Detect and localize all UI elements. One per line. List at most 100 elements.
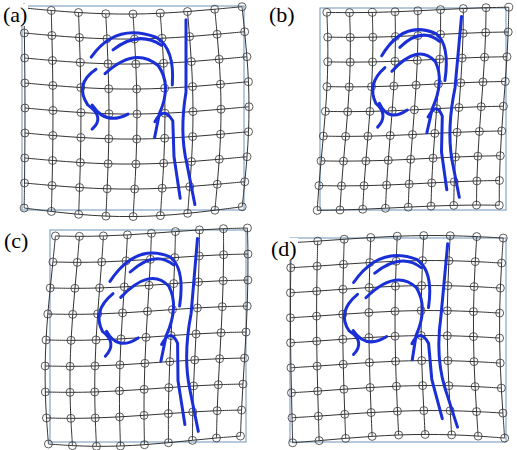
grid-line [48,436,240,446]
control-point [142,333,150,341]
control-point [448,431,456,439]
control-point [505,3,513,11]
control-point [443,332,451,340]
vocal-tract-contour [450,17,462,198]
control-point [105,135,113,143]
control-point [495,201,503,209]
control-point [158,184,166,192]
vocal-tract-contour [105,57,166,137]
control-point [418,357,426,365]
control-point [418,282,426,290]
control-point [241,354,249,362]
control-point [409,131,417,139]
control-point [187,58,195,66]
control-point [496,152,504,160]
control-point [287,389,295,397]
control-point [48,56,56,64]
control-point [384,156,392,164]
control-point [242,328,250,336]
control-point [287,339,295,347]
vocal-tract-contour [183,20,195,205]
control-point [164,439,172,447]
grid-line [240,228,248,436]
control-point [41,362,49,370]
control-point [392,357,400,365]
grid-line [45,358,244,366]
control-point [241,28,249,36]
control-point [368,432,376,440]
grid-line [476,8,486,205]
control-point [342,434,350,442]
control-point [243,302,251,310]
panel-frame [50,230,246,442]
control-point [76,159,84,167]
control-point [437,6,445,14]
control-point [499,234,507,242]
control-point [241,178,249,186]
control-point [75,34,83,42]
control-point [187,158,195,166]
control-point [243,153,251,161]
control-point [420,232,428,240]
vocal-tract-contour [428,109,447,190]
control-point [76,184,84,192]
control-point [119,309,127,317]
control-point [76,59,84,67]
control-point [496,309,504,317]
control-point [212,434,220,442]
panel-frame [22,6,244,210]
control-point [391,332,399,340]
control-point [116,442,124,450]
control-point [365,359,373,367]
control-point [496,334,504,342]
control-point [41,388,49,396]
control-point [193,304,201,312]
control-point [195,226,203,234]
panel-label: (d) [270,238,298,260]
grid-line [45,384,243,392]
control-point [21,154,29,162]
control-point [469,333,477,341]
control-point [287,264,295,272]
deformed-grid [41,224,252,450]
control-point [115,387,123,395]
control-point [342,132,350,140]
control-point [496,359,504,367]
vocal-tract-contour [412,336,442,419]
control-point [103,185,111,193]
control-point [145,281,153,289]
control-point [213,180,221,188]
control-point [171,228,179,236]
control-point [413,56,421,64]
grid-line [319,180,499,185]
control-point [194,278,202,286]
control-point [345,83,353,91]
control-point [75,232,83,240]
control-point [314,412,322,420]
control-point [405,180,413,188]
vocal-tract-contour [366,280,422,360]
control-point [313,337,321,345]
control-point [455,104,463,112]
control-point [192,330,200,338]
control-point [503,53,511,61]
grid-line [291,361,500,368]
control-point [214,381,222,389]
control-point [457,79,465,87]
control-point [414,7,422,15]
vocal-tract-contour [121,279,174,362]
control-point [170,280,178,288]
control-point [184,209,192,217]
control-point [287,364,295,372]
vocal-tract-contour [353,331,387,342]
control-point [66,388,74,396]
control-point [497,384,505,392]
control-point [341,410,349,418]
vocal-tract-contour [130,259,173,272]
control-point [404,203,412,211]
control-point [91,414,99,422]
control-point [365,309,373,317]
vocal-tract-contour [373,68,385,128]
control-point [313,206,321,214]
control-point [471,383,479,391]
